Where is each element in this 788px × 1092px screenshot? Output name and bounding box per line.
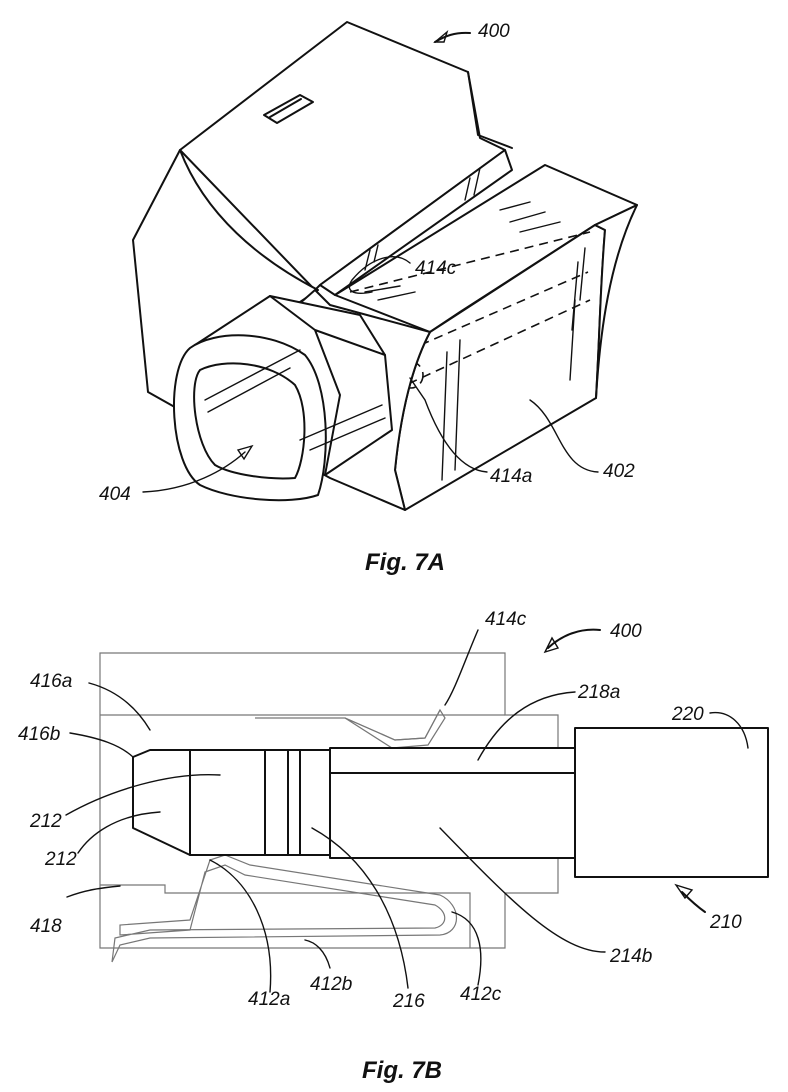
label-400-b: 400 — [610, 621, 642, 642]
leader-210 — [681, 891, 706, 913]
hidden-pin-414a — [398, 361, 424, 389]
leader-414c-b — [444, 629, 479, 706]
housing-inner-outline — [100, 709, 505, 741]
port-interior-lines — [204, 349, 386, 451]
label-218a: 218a — [577, 682, 620, 703]
housing-outline — [99, 652, 559, 949]
collar-grooves — [287, 749, 301, 856]
leader-412b — [304, 939, 331, 969]
leader-220 — [709, 711, 749, 749]
label-414a: 414a — [490, 466, 532, 487]
leader-404 — [142, 451, 246, 493]
rear-step — [467, 71, 513, 149]
figure-7a-drawing: 400 414c 404 414a 402 Fig. 7A — [99, 21, 638, 576]
label-214b: 214b — [609, 946, 652, 967]
leader-412c — [451, 911, 482, 986]
leader-212-b — [77, 811, 161, 854]
plug-head-220 — [574, 727, 769, 878]
label-416a: 416a — [30, 671, 72, 692]
caption-fig-7b: Fig. 7B — [362, 1057, 442, 1084]
label-402: 402 — [603, 461, 635, 482]
figure-7b-drawing: 414c 400 416a 218a 220 416b 212 212 418 … — [18, 609, 769, 1084]
label-418: 418 — [30, 916, 62, 937]
label-210: 210 — [709, 912, 742, 933]
label-412c: 412c — [460, 984, 502, 1005]
leader-418 — [66, 885, 121, 898]
arrowhead-210 — [674, 883, 694, 900]
label-212-b: 212 — [44, 849, 77, 870]
label-412a: 412a — [248, 989, 290, 1010]
channel-hatching — [364, 167, 481, 271]
caption-fig-7a: Fig. 7A — [365, 549, 445, 576]
arrowhead-404 — [236, 444, 254, 461]
spring-contact-412 — [111, 854, 457, 963]
leader-212-a — [65, 773, 221, 816]
block-hatching — [364, 201, 586, 481]
leader-414a — [409, 377, 488, 473]
leader-218a — [477, 691, 576, 761]
top-slot — [263, 94, 314, 124]
latch-414c — [344, 708, 446, 749]
hidden-bore-line-3 — [394, 299, 591, 391]
arrowhead-400a — [433, 29, 449, 43]
leader-214b — [439, 827, 606, 953]
leader-400-b — [547, 628, 601, 649]
label-416b: 416b — [18, 724, 60, 745]
label-412b: 412b — [310, 974, 352, 995]
port-opening-rim — [173, 334, 327, 502]
hidden-bore-line-1 — [349, 231, 591, 293]
label-400-a: 400 — [478, 21, 510, 42]
lower-channel-outline — [100, 884, 471, 948]
leader-402 — [529, 399, 599, 473]
plug-nose-212 — [132, 749, 266, 856]
arrowhead-400-b — [543, 636, 560, 654]
block-right-face — [594, 204, 638, 399]
label-414c-a: 414c — [415, 258, 457, 279]
leader-412a — [209, 859, 272, 993]
label-414c-b: 414c — [485, 609, 527, 630]
leader-414c-a — [348, 256, 411, 294]
leader-216 — [311, 827, 409, 989]
label-212-a: 212 — [29, 811, 62, 832]
label-216: 216 — [392, 991, 425, 1012]
collar-216 — [264, 749, 331, 856]
leader-416a — [88, 682, 151, 731]
label-220: 220 — [671, 704, 704, 725]
leader-416b — [69, 732, 134, 758]
port-sleeve-edge — [269, 295, 386, 476]
label-404: 404 — [99, 484, 131, 505]
